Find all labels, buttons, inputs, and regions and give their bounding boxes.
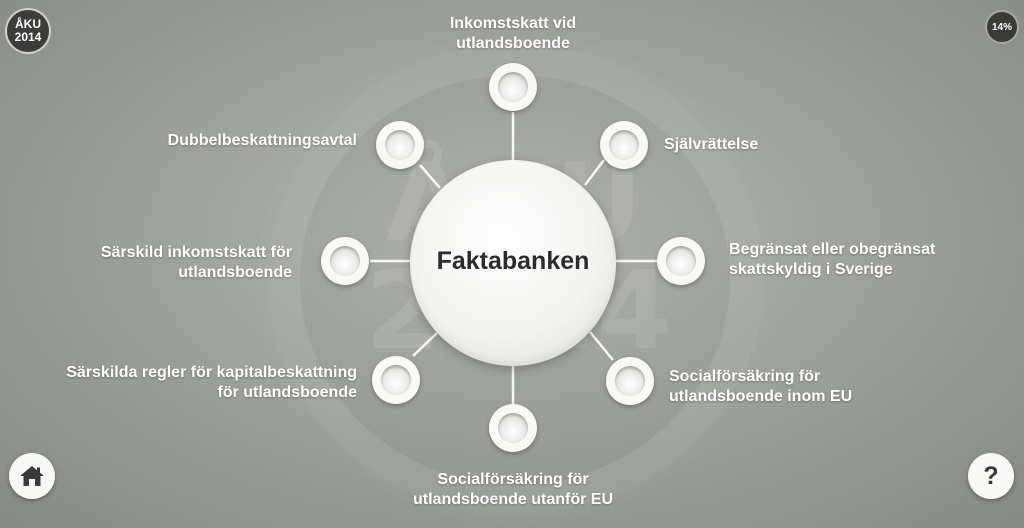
node-socialforsakring-eu[interactable] — [606, 357, 654, 405]
node-sjalvrattelse[interactable] — [600, 121, 648, 169]
spoke-bottom-right — [589, 331, 614, 361]
spoke-bottom-left — [412, 332, 438, 357]
node-inkomstskatt[interactable] — [489, 63, 537, 111]
help-button[interactable]: ? — [968, 453, 1014, 499]
topic-label-dubbelbeskattningsavtal[interactable]: Dubbelbeskattningsavtal — [167, 132, 357, 149]
help-icon: ? — [983, 461, 999, 490]
topic-label-sjalvrattelse[interactable]: Självrättelse — [664, 136, 759, 153]
node-socialforsakring-utanfor-eu[interactable] — [489, 404, 537, 452]
node-kapitalbeskattning[interactable] — [372, 356, 420, 404]
home-button[interactable] — [9, 453, 55, 499]
node-sarskild-inkomstskatt[interactable] — [321, 237, 369, 285]
hub-title: Faktabanken — [436, 246, 590, 275]
spoke-top-right — [584, 159, 605, 186]
home-icon — [20, 466, 44, 486]
spoke-top-left — [419, 164, 441, 189]
faktabanken-hub: Faktabanken — [410, 160, 616, 366]
progress-indicator: 14% — [985, 10, 1019, 44]
node-begransat-skattskyldig[interactable] — [657, 237, 705, 285]
aku-2014-logo-badge[interactable]: ÅKU 2014 — [5, 8, 51, 54]
node-dubbelbeskattningsavtal[interactable] — [376, 121, 424, 169]
